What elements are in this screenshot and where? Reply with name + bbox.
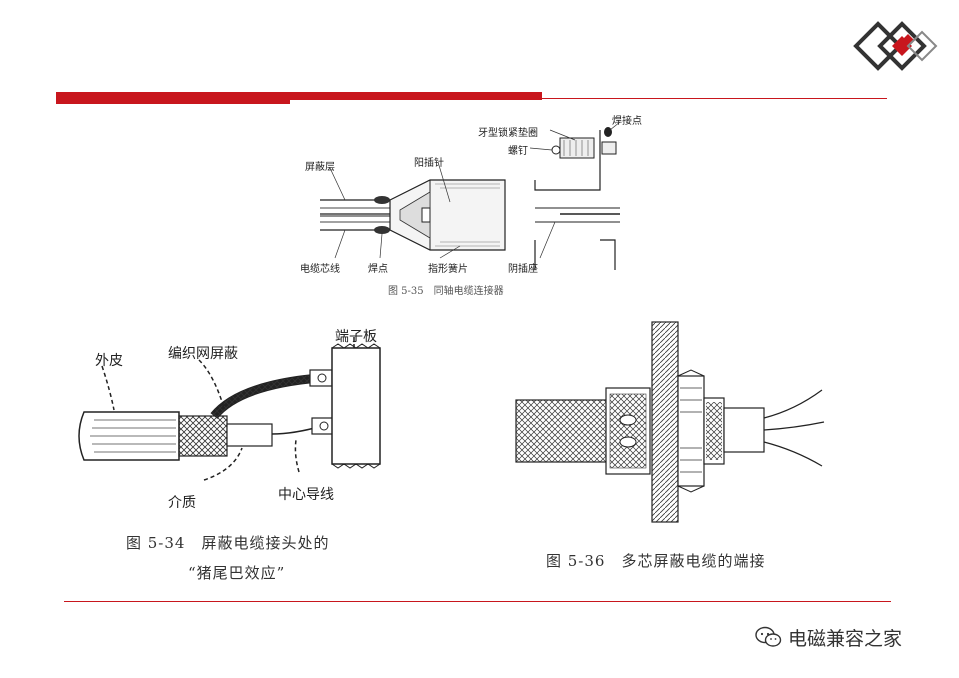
footer-red-line [64, 601, 891, 602]
watermark: 电磁兼容之家 [754, 624, 902, 650]
label-core-wire: 电缆芯线 [300, 264, 340, 275]
fig35-caption: 图 5-35 同轴电缆连接器 [388, 286, 504, 297]
fig36-caption: 图 5-36 多芯屏蔽电缆的端接 [546, 552, 766, 570]
watermark-text: 电磁兼容之家 [788, 627, 903, 650]
label-center-conductor: 中心导线 [278, 487, 334, 503]
label-tooth-washer: 牙型锁紧垫圈 [478, 128, 538, 139]
label-shield-layer: 屏蔽层 [305, 162, 335, 173]
fig36-multicore-termination-diagram [515, 321, 825, 523]
fig34-pigtail-diagram [78, 336, 381, 481]
wechat-icon [755, 626, 782, 647]
label-solder-point: 焊点 [368, 264, 388, 275]
label-dielectric: 介质 [168, 495, 196, 511]
label-screw: 螺钉 [508, 146, 528, 157]
diamond-logo-icon [853, 21, 938, 71]
label-male-pin: 阳插针 [414, 158, 444, 169]
label-braid-shield: 编织网屏蔽 [168, 346, 238, 362]
header-red-line [542, 98, 887, 99]
fig35-coax-connector-diagram [320, 121, 621, 270]
label-female-socket: 阴插座 [508, 264, 538, 275]
label-terminal-board: 端子板 [335, 329, 377, 345]
label-solder-contact: 焊接点 [612, 116, 642, 127]
fig34-caption-line1: 图 5-34 屏蔽电缆接头处的 [126, 534, 330, 552]
label-outer-jacket: 外皮 [95, 353, 123, 369]
label-finger-spring: 指形簧片 [428, 264, 468, 275]
header-bar-notch [290, 100, 542, 104]
fig34-caption-line2: “猪尾巴效应” [188, 564, 286, 582]
